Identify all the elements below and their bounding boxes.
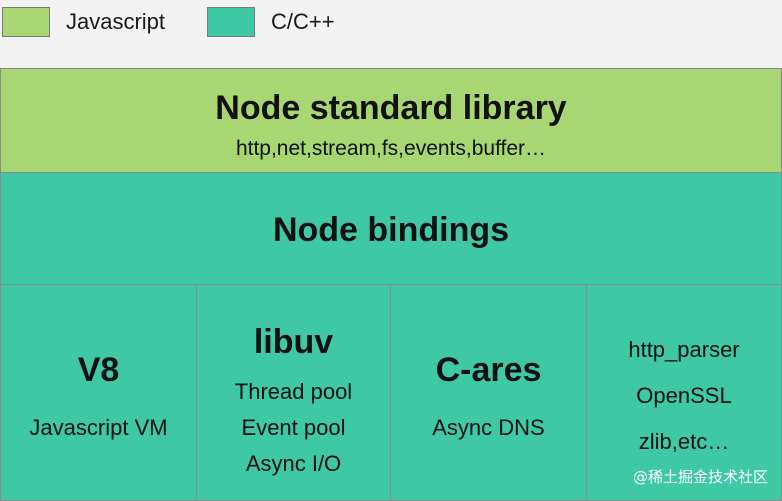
- std-lib-subtitle: http,net,stream,fs,events,buffer…: [235, 137, 547, 160]
- legend-swatch-cpp: [207, 7, 255, 37]
- other-line: OpenSSL: [636, 383, 732, 408]
- bindings-title: Node bindings: [272, 211, 510, 249]
- layer-bindings: Node bindings: [1, 173, 781, 285]
- node-architecture-diagram: Node standard library http,net,stream,fs…: [0, 68, 782, 501]
- libuv-line: Async I/O: [245, 451, 342, 476]
- legend-item-cpp: C/C++: [207, 5, 335, 39]
- components-row: V8 Javascript VM libuv Thread pool Event…: [1, 285, 781, 500]
- cares-line: Async DNS: [432, 415, 545, 440]
- watermark-text: @稀土掘金技术社区: [632, 468, 768, 486]
- component-cares: C-ares Async DNS: [391, 285, 587, 500]
- cares-title: C-ares: [435, 351, 542, 389]
- legend-item-javascript: Javascript: [2, 5, 165, 39]
- other-line: http_parser: [628, 337, 740, 362]
- legend-label-javascript: Javascript: [66, 9, 166, 34]
- libuv-line: Event pool: [241, 415, 346, 440]
- legend-label-cpp: C/C++: [271, 9, 335, 34]
- component-libuv: libuv Thread pool Event pool Async I/O: [197, 285, 391, 500]
- legend-swatch-javascript: [2, 7, 50, 37]
- component-v8: V8 Javascript VM: [1, 285, 197, 500]
- v8-line: Javascript VM: [29, 415, 168, 440]
- layer-standard-library: Node standard library http,net,stream,fs…: [1, 69, 781, 173]
- v8-title: V8: [77, 351, 120, 389]
- legend: Javascript C/C++: [0, 0, 782, 48]
- std-lib-title: Node standard library: [215, 89, 567, 127]
- other-line: zlib,etc…: [638, 429, 730, 454]
- libuv-line: Thread pool: [234, 379, 353, 404]
- libuv-title: libuv: [253, 323, 334, 361]
- component-other-libs: http_parser OpenSSL zlib,etc…: [587, 285, 781, 500]
